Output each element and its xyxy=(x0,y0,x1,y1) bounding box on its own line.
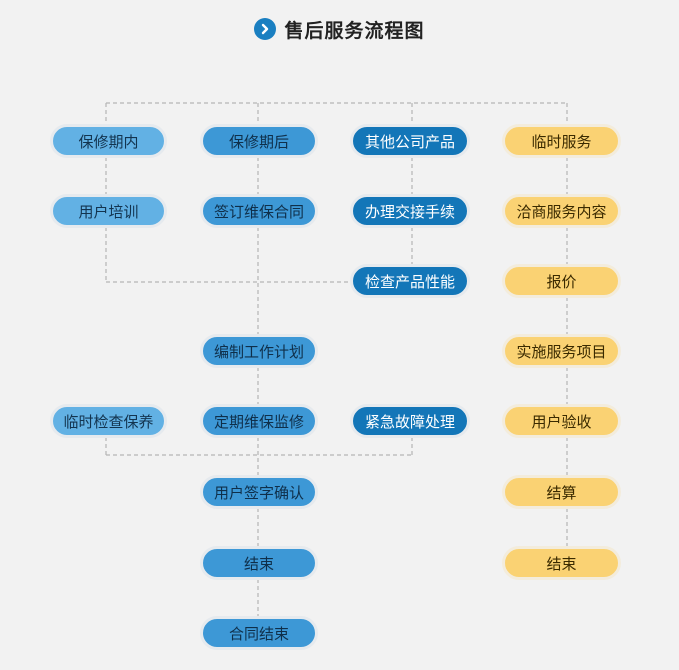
node-settlement: 结算 xyxy=(502,475,621,509)
node-end-right: 结束 xyxy=(502,546,621,580)
node-work-plan: 编制工作计划 xyxy=(200,334,318,368)
page-title-bar: 售后服务流程图 xyxy=(0,14,679,44)
node-regular-maintenance: 定期维保监修 xyxy=(200,404,318,438)
node-temp-service: 临时服务 xyxy=(502,124,621,158)
node-user-acceptance: 用户验收 xyxy=(502,404,621,438)
node-check-performance: 检查产品性能 xyxy=(350,264,470,298)
chevron-right-icon xyxy=(254,18,277,40)
node-implement: 实施服务项目 xyxy=(502,334,621,368)
node-sign-contract: 签订维保合同 xyxy=(200,194,318,228)
node-warranty-in: 保修期内 xyxy=(50,124,167,158)
node-other-products: 其他公司产品 xyxy=(350,124,470,158)
node-quote: 报价 xyxy=(502,264,621,298)
node-negotiate: 洽商服务内容 xyxy=(502,194,621,228)
node-contract-end: 合同结束 xyxy=(200,616,318,650)
node-user-training: 用户培训 xyxy=(50,194,167,228)
node-handover: 办理交接手续 xyxy=(350,194,470,228)
page-title: 售后服务流程图 xyxy=(284,19,425,42)
node-end-left: 结束 xyxy=(200,546,318,580)
node-warranty-after: 保修期后 xyxy=(200,124,318,158)
node-emergency-repair: 紧急故障处理 xyxy=(350,404,470,438)
node-temp-inspection: 临时检查保养 xyxy=(50,404,167,438)
node-user-sign: 用户签字确认 xyxy=(200,475,318,509)
